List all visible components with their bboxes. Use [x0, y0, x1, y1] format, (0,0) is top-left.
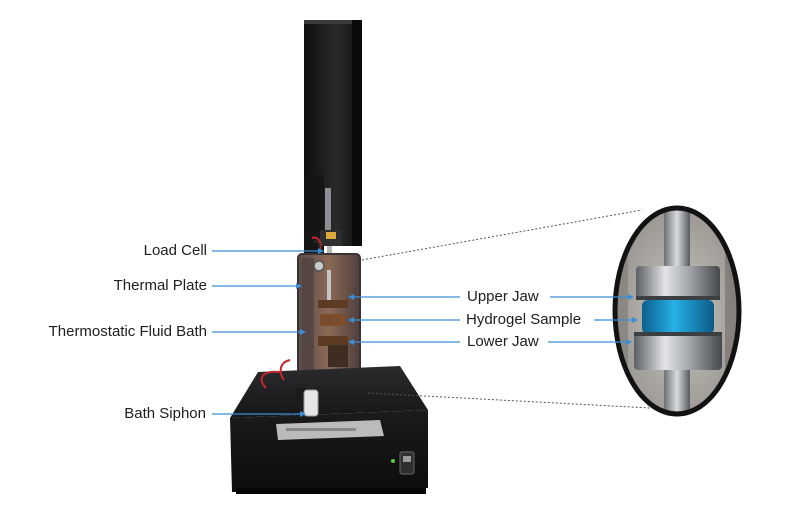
bath-siphon	[260, 359, 319, 418]
label-hydrogel-sample: Hydrogel Sample	[466, 311, 582, 328]
jaw-zoom-inset	[612, 205, 742, 417]
label-thermostatic-fluid-bath: Thermostatic Fluid Bath	[48, 323, 207, 340]
annotation-arrows-left	[212, 248, 324, 417]
label-load-cell: Load Cell	[143, 242, 207, 259]
label-lower-jaw: Lower Jaw	[467, 333, 539, 350]
label-bath-siphon: Bath Siphon	[124, 405, 206, 422]
annotation-arrows-right	[348, 294, 638, 345]
label-thermal-plate: Thermal Plate	[113, 277, 207, 294]
label-upper-jaw: Upper Jaw	[467, 288, 539, 305]
instrument-base	[230, 366, 428, 494]
zoom-guide-lines	[361, 209, 651, 409]
thermostatic-fluid-bath	[297, 253, 361, 391]
